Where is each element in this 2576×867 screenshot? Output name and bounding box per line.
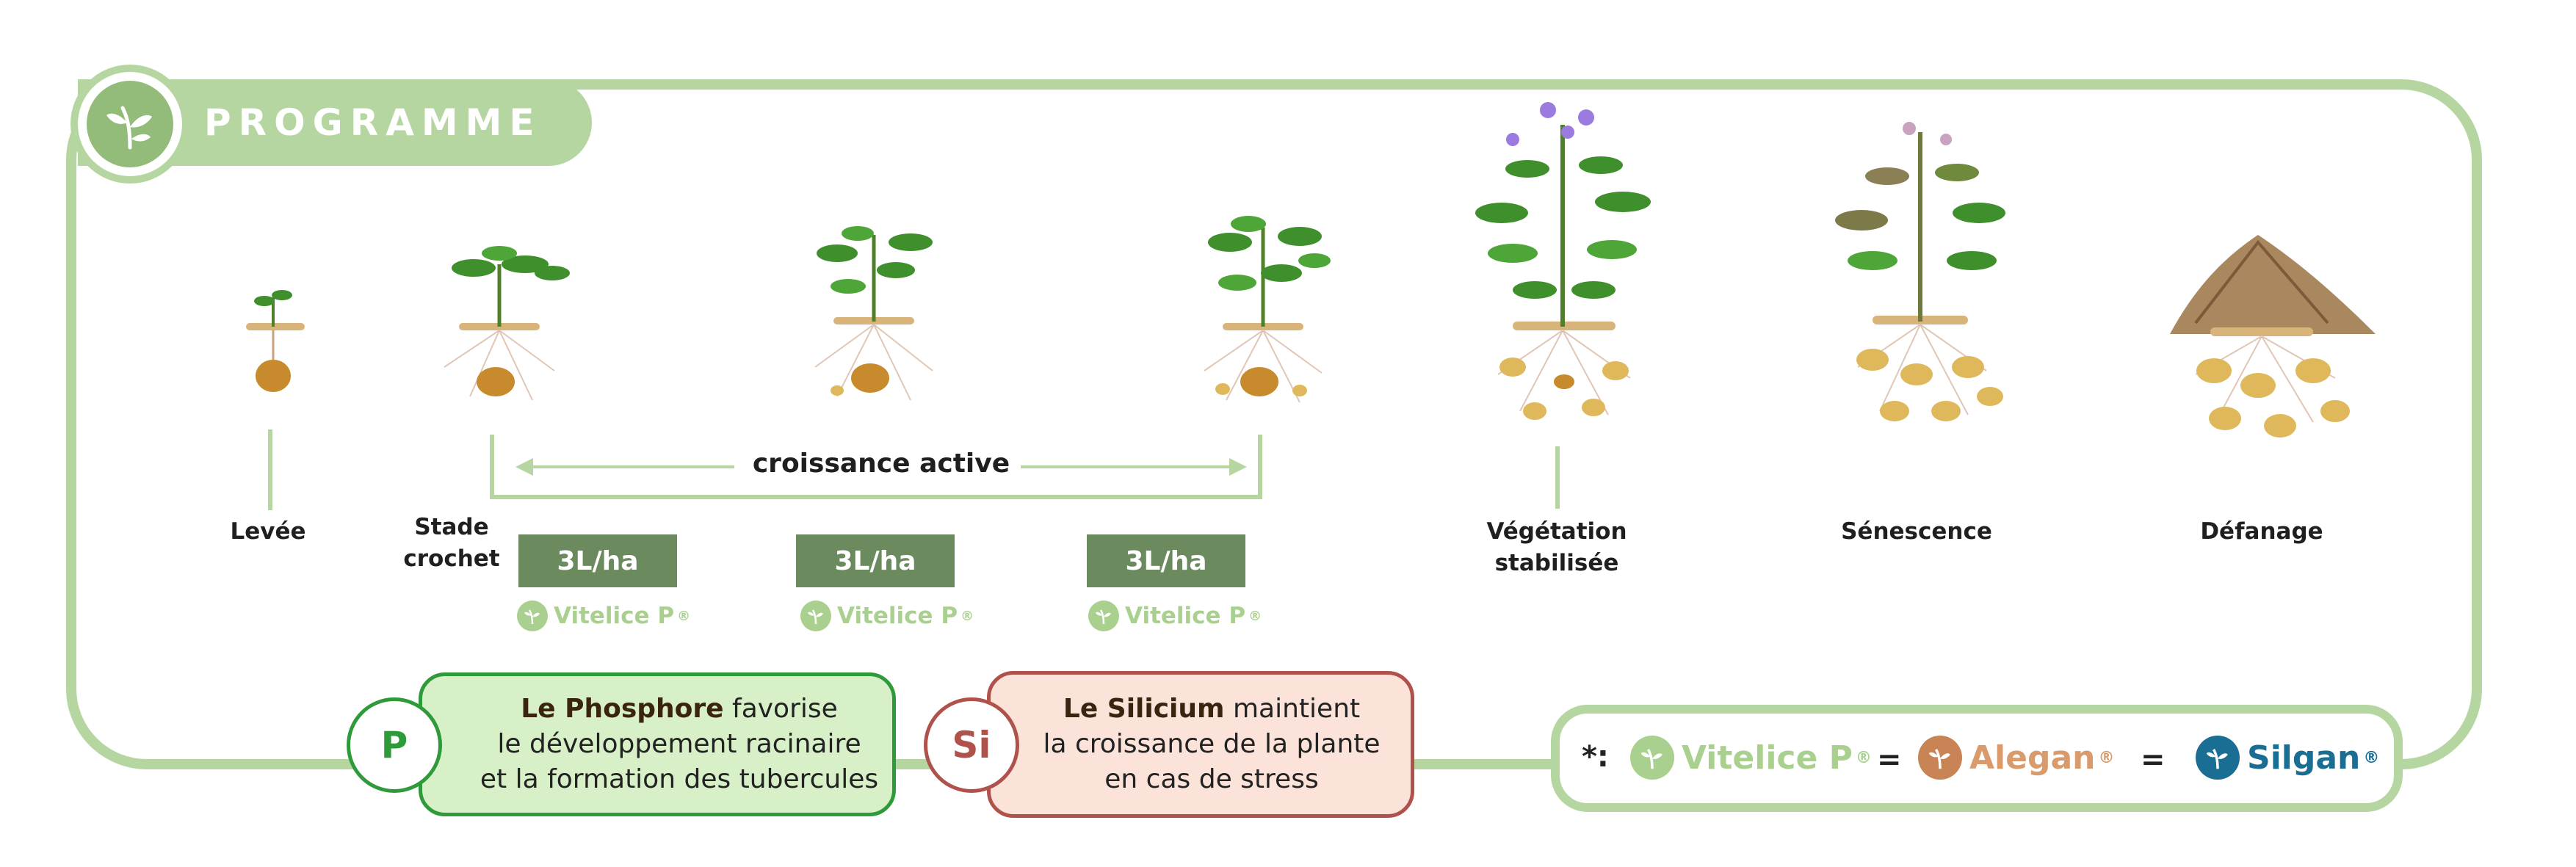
vitelice-product-logo: Vitelice P ®	[517, 601, 690, 631]
stage-label-levee: Levée	[230, 518, 306, 545]
silicium-info-box: Le Silicium maintient la croissance de l…	[987, 671, 1414, 818]
legend-vitelice-logo: Vitelice P ®	[1630, 736, 1872, 780]
legend-equals: =	[1877, 743, 1902, 777]
phosphore-line-2: le développement racinaire	[497, 729, 861, 759]
croissance-arrow	[515, 458, 1247, 476]
vitelice-leaf-icon	[1630, 736, 1674, 780]
brand-logo	[70, 65, 189, 184]
phosphore-symbol: P	[347, 697, 442, 793]
plant-stade-crochet-icon	[444, 246, 570, 401]
plant-defanage-icon	[2170, 235, 2376, 438]
silicium-symbol: Si	[924, 697, 1019, 793]
stage-label-senescence: Sénescence	[1841, 518, 1992, 545]
product-legend	[1551, 705, 2403, 812]
levee-connector	[268, 429, 272, 510]
vitelice-product-logo: Vitelice P ®	[1088, 601, 1262, 631]
dose-badge: 3L/ha	[1087, 534, 1245, 587]
plant-growth-1-icon	[814, 226, 933, 401]
plant-growth-2-icon	[1204, 216, 1331, 403]
vitelice-product-logo: Vitelice P ®	[800, 601, 974, 631]
leaf-logo-icon	[87, 81, 173, 167]
croissance-start-line	[490, 435, 494, 499]
vitelice-leaf-icon	[1088, 601, 1119, 631]
legend-prefix: *:	[1582, 740, 1609, 774]
stage-label-defanage: Défanage	[2200, 518, 2323, 545]
page-title: PROGRAMME	[204, 101, 542, 144]
croissance-bottom-line	[490, 495, 1262, 499]
stage-label-stade-crochet: Stade crochet	[403, 514, 500, 572]
dose-badge: 3L/ha	[796, 534, 955, 587]
phosphore-info-box: Le Phosphore favorise le développement r…	[419, 672, 896, 816]
phosphore-line-3: et la formation des tubercules	[480, 764, 879, 794]
silicium-line-3: en cas de stress	[1104, 764, 1319, 794]
legend-alegan-logo: Alegan ®	[1918, 736, 2115, 780]
silicium-line-2: la croissance de la plante	[1043, 729, 1381, 759]
stage-label-vegetation-stabilisee: Végétation stabilisée	[1486, 518, 1627, 576]
alegan-leaf-icon	[1918, 736, 1962, 780]
silgan-leaf-icon	[2196, 736, 2240, 780]
phosphore-line-1: Le Phosphore favorise	[521, 694, 838, 724]
croissance-end-line	[1258, 435, 1262, 499]
legend-silgan-logo: Silgan ®	[2196, 736, 2379, 780]
growth-stages-illustration	[246, 102, 2376, 438]
plant-vegetation-stabilisee-icon	[1475, 102, 1651, 420]
plant-levee-icon	[246, 290, 305, 392]
silicium-line-1: Le Silicium maintient	[1063, 694, 1361, 724]
croissance-active-label: croissance active	[752, 449, 1010, 479]
vegetation-connector	[1555, 446, 1560, 509]
legend-equals: =	[2141, 743, 2166, 777]
vitelice-leaf-icon	[517, 601, 548, 631]
dose-badge: 3L/ha	[518, 534, 677, 587]
plant-senescence-icon	[1835, 122, 2005, 421]
vitelice-leaf-icon	[800, 601, 831, 631]
